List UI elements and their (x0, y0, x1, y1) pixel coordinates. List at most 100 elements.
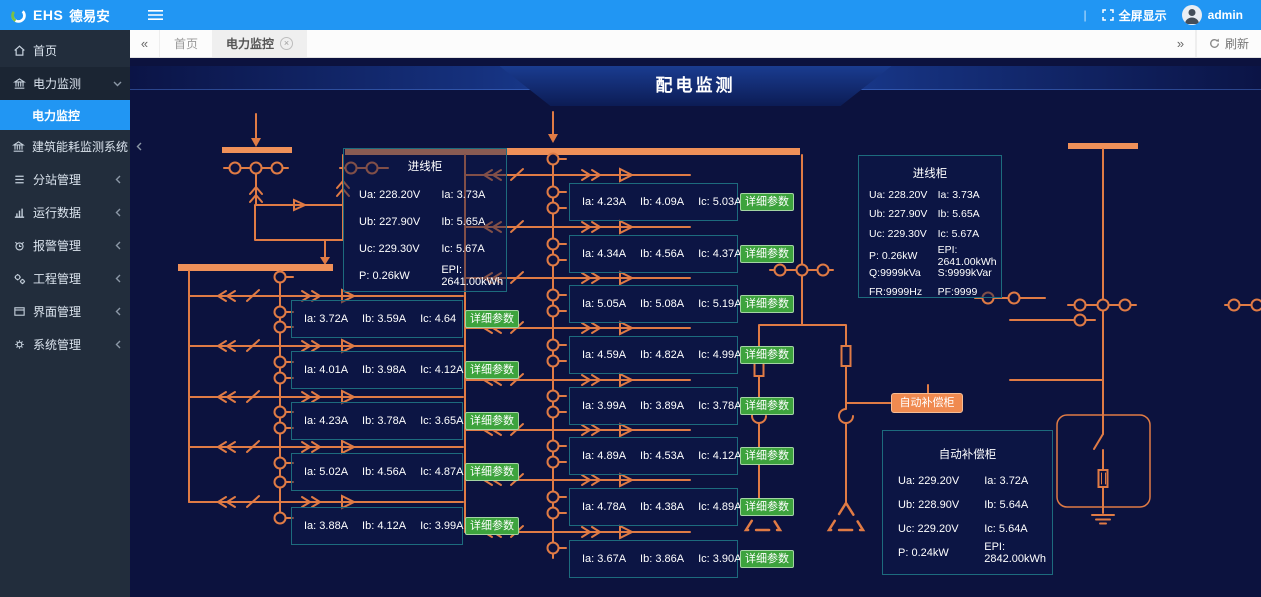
feeder-value: Ic: 4.12A (698, 450, 742, 462)
cabinet-field: Ic: 5.67A (937, 227, 980, 240)
brand-text-bold: EHS (33, 7, 64, 23)
title-banner-trapezoid (499, 66, 892, 106)
sidebar-item-substation[interactable]: 分站管理 (0, 163, 130, 196)
tabs-scroll-left-button[interactable]: « (130, 30, 160, 57)
cabinet-field: Q:9999kVa (869, 266, 921, 279)
feeder-value: Ic: 4.99A (698, 349, 742, 361)
detail-params-button[interactable]: 详细参数 (465, 412, 519, 430)
feeder-value: Ia: 5.02A (304, 466, 349, 478)
sidebar-item-power-monitoring[interactable]: 电力监测 (0, 67, 130, 100)
chevron-left-icon (114, 274, 122, 283)
home-icon (12, 44, 26, 57)
detail-params-button[interactable]: 详细参数 (740, 193, 794, 211)
detail-params-button[interactable]: 详细参数 (740, 447, 794, 465)
chevron-left-icon (114, 340, 122, 349)
sidebar-item-label: 界面管理 (33, 305, 82, 319)
cabinet-field: EPI: 2842.00kWh (984, 541, 1046, 565)
detail-params-button[interactable]: 详细参数 (740, 550, 794, 568)
sidebar-item-building-energy[interactable]: 建筑能耗监测系统 (0, 130, 142, 163)
sidebar-item-running-data[interactable]: 运行数据 (0, 196, 130, 229)
feeder-value: Ib: 4.38A (640, 501, 685, 513)
cabinet-field: EPI: 2641.00kWh (441, 263, 504, 288)
detail-params-button[interactable]: 详细参数 (465, 310, 519, 328)
detail-params-button[interactable]: 详细参数 (740, 346, 794, 364)
tab-power-monitor[interactable]: 电力监控 × (212, 30, 308, 57)
tab-home[interactable]: 首页 (174, 37, 199, 51)
cabinet-field: Ub: 227.90V (869, 208, 928, 221)
cabinet-field: Ia: 3.73A (937, 188, 980, 201)
feeder-value: Ic: 3.99A (420, 520, 464, 532)
brand-text: 德易安 (69, 9, 110, 24)
sidebar-item-system[interactable]: 系统管理 (0, 328, 130, 361)
feeder-value: Ia: 4.01A (304, 364, 349, 376)
feeder-value: Ic: 3.90A (698, 553, 742, 565)
main-content: 配电监测 (130, 58, 1261, 597)
feeder-value: Ib: 4.56A (362, 466, 407, 478)
window-icon (12, 305, 26, 318)
detail-params-button[interactable]: 详细参数 (740, 498, 794, 516)
feeder-value: Ia: 3.99A (582, 400, 627, 412)
chevron-left-icon (135, 142, 143, 151)
cabinet-field: PF:9999 (937, 286, 978, 299)
tabs-scroll-right-button[interactable]: » (1166, 30, 1196, 57)
feeder-value: Ic: 4.87A (420, 466, 464, 478)
cabinet-field: Ua: 229.20V (898, 475, 960, 487)
sidebar-subitem-label: 电力监控 (32, 108, 81, 123)
refresh-button[interactable]: 刷新 (1195, 30, 1261, 57)
fullscreen-icon (1101, 9, 1114, 21)
detail-params-button[interactable]: 详细参数 (740, 397, 794, 415)
cabinet-field: Ic: 5.67A (441, 242, 485, 255)
sidebar-subitem-power-monitor[interactable]: 电力监控 (0, 100, 130, 130)
username-label: admin (1207, 8, 1243, 22)
detail-params-button[interactable]: 详细参数 (740, 245, 794, 263)
detail-params-button[interactable]: 详细参数 (465, 361, 519, 379)
cabinet-field: Uc: 229.30V (869, 227, 927, 240)
sidebar: 首页 电力监测 电力监控 建筑能耗监测系统 分站管理 运行数据 (0, 30, 142, 597)
feeder-value: Ia: 4.89A (582, 450, 627, 462)
fullscreen-button[interactable]: 全屏显示 (1101, 7, 1167, 24)
feeder-value: Ic: 4.37A (698, 248, 742, 260)
sidebar-item-alarm[interactable]: 报警管理 (0, 229, 130, 262)
sidebar-item-interface[interactable]: 界面管理 (0, 295, 130, 328)
sidebar-item-engineering[interactable]: 工程管理 (0, 262, 130, 295)
feeder-value: Ia: 4.23A (582, 196, 627, 208)
feeder-value: Ia: 3.88A (304, 520, 349, 532)
cabinet-field: Ia: 3.73A (441, 188, 486, 201)
feeder-value: Ia: 3.67A (582, 553, 627, 565)
detail-params-button[interactable]: 详细参数 (465, 463, 519, 481)
sidebar-item-home[interactable]: 首页 (0, 34, 130, 67)
compensation-cabinet-button[interactable]: 自动补偿柜 (891, 393, 963, 413)
feeder-value: Ib: 3.59A (362, 313, 407, 325)
tab-label: 电力监控 (226, 37, 275, 51)
bank-icon (12, 77, 26, 90)
sidebar-item-label: 运行数据 (33, 206, 82, 220)
tab-close-icon[interactable]: × (280, 37, 294, 50)
feeder-value: Ia: 4.78A (582, 501, 627, 513)
sidebar-item-label: 工程管理 (33, 272, 82, 286)
feeder-box: Ia: 3.67A Ib: 3.86A Ic: 3.90A (569, 540, 742, 578)
brand-logo-icon (11, 7, 26, 23)
detail-params-button[interactable]: 详细参数 (740, 295, 794, 313)
feeder-value: Ib: 3.86A (640, 553, 685, 565)
sidebar-item-label: 报警管理 (33, 239, 82, 253)
hamburger-icon[interactable] (148, 9, 163, 21)
brand-logo-link[interactable]: EHS 德易安 (0, 5, 132, 25)
detail-params-button[interactable]: 详细参数 (465, 517, 519, 535)
gears-icon (12, 272, 26, 285)
user-menu[interactable]: admin (1181, 5, 1243, 25)
list-icon (12, 173, 26, 186)
chevron-left-icon (114, 307, 122, 316)
bar-chart-icon (12, 206, 26, 219)
